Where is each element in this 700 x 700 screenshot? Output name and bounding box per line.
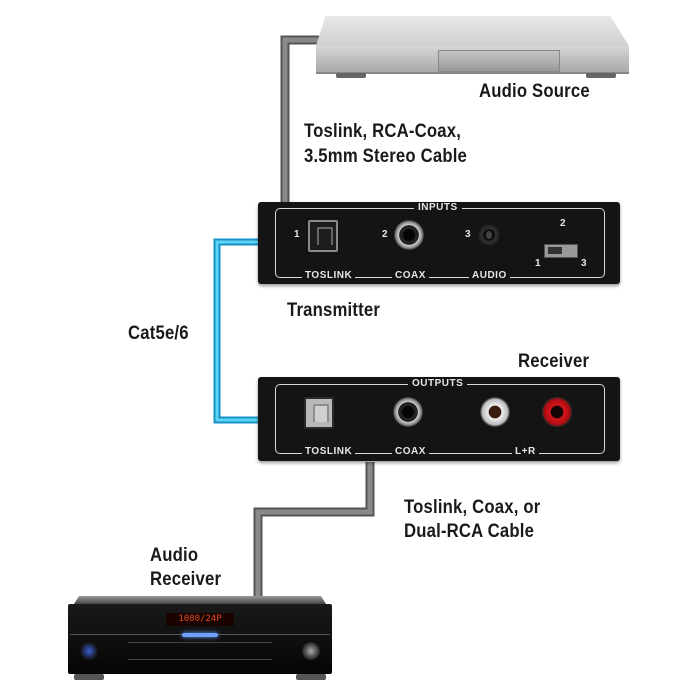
audio-source-label: Audio Source [479, 81, 590, 102]
cat-cable [213, 238, 262, 424]
input-selector-switch [544, 244, 578, 258]
transmitter-label: Transmitter [287, 300, 381, 321]
audio-3.5mm-input-port [478, 224, 500, 246]
audio-receiver-label-line2: Receiver [150, 569, 222, 590]
audio-source-device [316, 16, 629, 78]
switch-position-2: 2 [560, 218, 566, 229]
switch-position-1: 1 [535, 258, 541, 269]
toslink-input-port [308, 220, 338, 252]
receiver-device: OUTPUTS TOSLINK COAX L+R [258, 377, 620, 461]
toslink-output-port [304, 397, 334, 429]
port-number-1: 1 [294, 229, 300, 240]
outputs-panel-title: OUTPUTS [408, 378, 468, 389]
coax-output-port [393, 397, 423, 427]
rca-right-output-port [542, 397, 572, 427]
port-number-2: 2 [382, 229, 388, 240]
output-cable-label-line2: Dual-RCA Cable [404, 521, 535, 542]
toslink-label: TOSLINK [302, 270, 356, 281]
source-cable-label-line2: 3.5mm Stereo Cable [304, 146, 468, 167]
receiver-label: Receiver [518, 351, 590, 372]
audio-label: AUDIO [469, 270, 510, 281]
coax-label: COAX [392, 270, 429, 281]
port-number-3: 3 [465, 229, 471, 240]
audio-receiver-label-line1: Audio [150, 545, 199, 566]
rca-left-output-port [480, 397, 510, 427]
toslink-label: TOSLINK [302, 446, 356, 457]
cat-cable-label: Cat5e/6 [128, 323, 189, 344]
display-text: 1080/24P [178, 614, 222, 624]
output-audio-cable [253, 462, 375, 600]
output-cable-label-line1: Toslink, Coax, or [404, 497, 541, 518]
display-panel: 1080/24P [166, 613, 234, 626]
transmitter-device: INPUTS 1 2 3 2 1 3 TOSLINK COAX AUDIO [258, 202, 620, 284]
inputs-panel-title: INPUTS [414, 202, 462, 213]
switch-position-3: 3 [581, 258, 587, 269]
source-cable-label-line1: Toslink, RCA-Coax, [304, 121, 462, 142]
audio-receiver-device: 1080/24P [68, 596, 332, 686]
coax-input-port [394, 220, 424, 250]
coax-label: COAX [392, 446, 429, 457]
lr-label: L+R [512, 446, 539, 457]
